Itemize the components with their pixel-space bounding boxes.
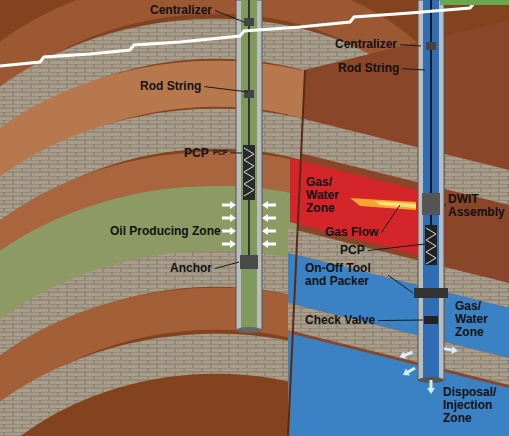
rect-shape bbox=[426, 42, 436, 50]
leader-line bbox=[204, 87, 248, 92]
rect-shape bbox=[241, 0, 257, 330]
leader-line bbox=[402, 69, 425, 70]
callout-label: Gas/ Water Zone bbox=[455, 300, 505, 340]
callout-label: Centralizer bbox=[150, 4, 212, 17]
callout-label: Check Valve bbox=[305, 314, 375, 327]
right-strata bbox=[288, 20, 509, 436]
leader-line bbox=[378, 320, 423, 322]
leader-line bbox=[381, 205, 400, 233]
polyline-shape bbox=[244, 148, 254, 196]
rect-shape bbox=[425, 225, 437, 265]
rect-shape bbox=[243, 145, 255, 200]
rect-shape bbox=[240, 255, 258, 269]
leader-line bbox=[230, 152, 242, 153]
callout-label: Rod String bbox=[140, 80, 201, 93]
leader-line bbox=[445, 204, 446, 206]
rect-shape bbox=[418, 0, 444, 380]
leader-line bbox=[215, 11, 244, 22]
polyline-shape bbox=[426, 228, 436, 264]
use-shape bbox=[262, 214, 276, 222]
leader-line bbox=[368, 244, 425, 251]
callout-label: Gas/ Water Zone bbox=[306, 176, 352, 216]
use-shape bbox=[262, 227, 276, 235]
use-shape bbox=[222, 240, 236, 248]
callout-label: Anchor bbox=[170, 262, 212, 275]
polygon-shape bbox=[288, 333, 509, 436]
callout-label: DWIT Assembly bbox=[448, 193, 506, 219]
rect-shape bbox=[422, 193, 440, 215]
line-shape bbox=[430, 0, 432, 225]
rect-shape bbox=[414, 288, 448, 298]
use-shape bbox=[262, 201, 276, 209]
use-shape bbox=[398, 349, 414, 361]
use-shape bbox=[443, 345, 458, 355]
callout-label: Disposal/ Injection Zone bbox=[443, 386, 505, 426]
gas-flow bbox=[375, 201, 416, 208]
rect-shape bbox=[244, 18, 254, 26]
cutaway-line bbox=[0, 0, 509, 66]
callout-label: On-Off Tool and Packer bbox=[305, 262, 385, 288]
gas-flow bbox=[350, 198, 416, 210]
use-shape bbox=[222, 214, 236, 222]
surface bbox=[440, 0, 509, 5]
leader-line bbox=[215, 262, 239, 269]
callout-label: Rod String bbox=[338, 62, 399, 75]
callout-label: Oil Producing Zone bbox=[110, 225, 221, 238]
use-shape bbox=[262, 240, 276, 248]
callout-label: Centralizer bbox=[335, 38, 397, 51]
polygon-shape bbox=[288, 20, 509, 436]
line-shape bbox=[248, 200, 250, 255]
callout-label: PCP bbox=[340, 244, 365, 257]
leader-line bbox=[400, 45, 421, 46]
ellipse-shape bbox=[236, 327, 262, 333]
use-shape bbox=[427, 380, 435, 394]
left-well bbox=[222, 0, 276, 333]
callout-label: PCP bbox=[213, 149, 227, 157]
line-shape bbox=[288, 70, 305, 436]
use-shape bbox=[222, 201, 236, 209]
callout-label: PCP bbox=[184, 147, 209, 160]
rect-shape bbox=[236, 0, 262, 330]
rect-shape bbox=[424, 316, 438, 324]
leader-line bbox=[388, 275, 413, 293]
rect-shape bbox=[423, 0, 439, 380]
callout-label: Gas Flow bbox=[325, 226, 378, 239]
use-shape bbox=[401, 365, 417, 379]
use-shape bbox=[222, 227, 236, 235]
